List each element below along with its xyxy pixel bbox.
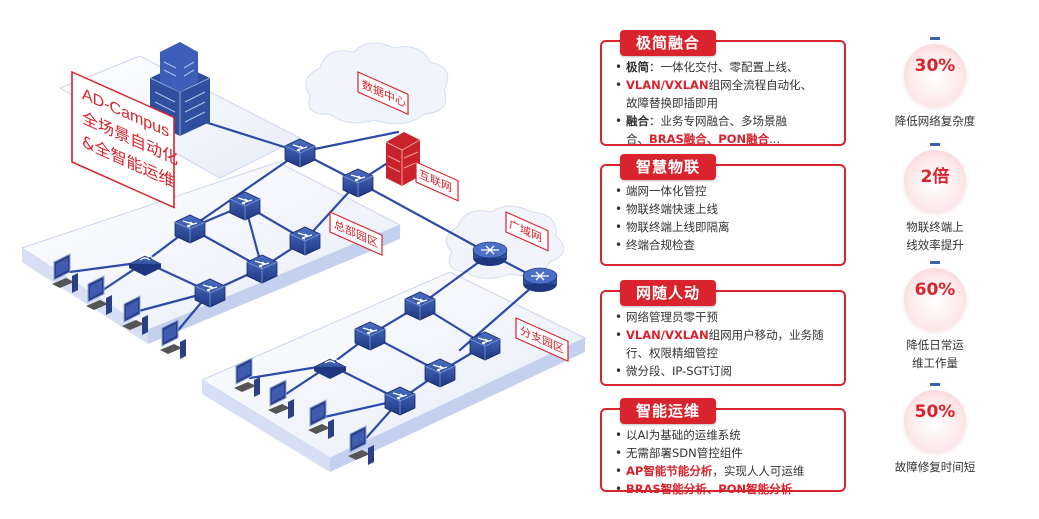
panel-list-item: 极简：一体化交付、零配置上线、 <box>614 58 836 76</box>
stat-label: 降低网络复杂度 <box>880 112 990 130</box>
stat-circle: 2倍 <box>904 143 966 212</box>
stat-label-line: 降低日常运 <box>906 338 964 352</box>
panel-list-item: AP智能节能分析，实现人人可运维 <box>614 462 836 480</box>
stat-label-line: 物联终端上 <box>906 220 964 234</box>
panel-list-item: 微分段、IP-SGT订阅 <box>614 362 836 380</box>
panel-list-item: VLAN/VXLAN组网用户移动，业务随 <box>614 326 836 344</box>
panel-item-text: 微分段、IP-SGT订阅 <box>626 364 733 378</box>
stat-value: 50% <box>914 402 956 422</box>
panel-item-text: VLAN/VXLAN <box>626 328 709 342</box>
stat-label: 故障修复时间短 <box>880 458 990 476</box>
stat-repair-time: 50% 故障修复时间短 <box>880 383 990 476</box>
stat-circle: 50% <box>904 383 966 452</box>
panel-item-text: 极简 <box>626 60 649 74</box>
panel-list-item: 融合：业务专网融合、多场景融 <box>614 112 836 130</box>
panel-item-text: 组网用户移动，业务随 <box>708 328 824 342</box>
panel-item-text: BRAS融合、PON融合 <box>649 132 770 146</box>
panel-item-text: 组网全流程自动化、 <box>708 78 813 92</box>
panel-item-text: 无需部署SDN管控组件 <box>626 446 743 460</box>
stat-label: 降低日常运 维工作量 <box>880 336 990 372</box>
network-diagram: AD-Campus 全场景自动化 &全智能运维 数据中心 互联网 总部园区 广域… <box>20 42 587 472</box>
panel-item-text: 融合 <box>626 114 649 128</box>
panel-list-item: 无需部署SDN管控组件 <box>614 444 836 462</box>
panel-list: 以AI为基础的运维系统无需部署SDN管控组件 AP智能节能分析，实现人人可运维 BR… <box>614 426 836 498</box>
panel-list-item: 以AI为基础的运维系统 <box>614 426 836 444</box>
panel-item-text: ：业务专网融合、多场景融 <box>649 114 787 128</box>
panel-list-item: 故障替换即插即用 <box>614 94 836 112</box>
wan-router-icon <box>472 241 508 267</box>
stat-value: 60% <box>914 280 956 300</box>
panel-item-text: BRAS智能分析、PON智能分析 <box>626 482 793 496</box>
panel-list-item: 端网一体化管控 <box>614 182 836 200</box>
panel-item-text: 网络管理员零干预 <box>626 310 718 324</box>
product-title: AD-Campus 全场景自动化 &全智能运维 <box>71 70 178 209</box>
feature-panel-iot: 智慧物联 端网一体化管控物联终端快速上线物联终端上线即隔离终端合规检查 <box>600 154 846 266</box>
internet-label: 互联网 <box>415 161 459 202</box>
panel-item-text: ... <box>769 132 781 146</box>
feature-panel-simplicity: 极简融合 极简：一体化交付、零配置上线、VLAN/VXLAN组网全流程自动化、故… <box>600 30 846 148</box>
stat-label-line: 线效率提升 <box>906 238 964 252</box>
panel-list: 端网一体化管控物联终端快速上线物联终端上线即隔离终端合规检查 <box>614 182 836 254</box>
feature-panel-ai-ops: 智能运维 以AI为基础的运维系统无需部署SDN管控组件 AP智能节能分析，实现人人… <box>600 398 846 498</box>
stat-value: 2倍 <box>920 167 950 187</box>
stat-iot-efficiency: 2倍 物联终端上 线效率提升 <box>880 143 990 254</box>
stat-label-line: 维工作量 <box>912 356 958 370</box>
panel-list-item: 合、BRAS融合、PON融合... <box>614 130 836 148</box>
panel-list: 网络管理员零干预 VLAN/VXLAN组网用户移动，业务随行、权限精细管控微分段、… <box>614 308 836 380</box>
panel-item-text: VLAN/VXLAN <box>626 78 709 92</box>
stat-label-line: 降低网络复杂度 <box>894 114 976 128</box>
stat-ops-workload: 60% 降低日常运 维工作量 <box>880 261 990 372</box>
panel-list-item: VLAN/VXLAN组网全流程自动化、 <box>614 76 836 94</box>
panel-title: 网随人动 <box>620 280 717 306</box>
panel-item-text: 故障替换即插即用 <box>626 96 718 110</box>
wan-router-icon <box>522 267 558 293</box>
panel-list-item: 终端合规检查 <box>614 236 836 254</box>
stat-circle: 30% <box>904 37 966 106</box>
panel-list-item: 行、权限精细管控 <box>614 344 836 362</box>
panel-item-text: 终端合规检查 <box>626 238 695 252</box>
stat-complexity: 30% 降低网络复杂度 <box>880 37 990 130</box>
stat-circle: 60% <box>904 261 966 330</box>
panel-item-text: 端网一体化管控 <box>626 184 707 198</box>
panel-list-item: 网络管理员零干预 <box>614 308 836 326</box>
panel-title: 极简融合 <box>620 30 717 56</box>
stat-value: 30% <box>914 56 956 76</box>
firewall-icon <box>385 132 421 186</box>
panel-list: 极简：一体化交付、零配置上线、VLAN/VXLAN组网全流程自动化、故障替换即插… <box>614 58 836 148</box>
panel-item-text: 物联终端快速上线 <box>626 202 718 216</box>
panel-item-text: ，实现人人可运维 <box>712 464 805 478</box>
panel-title: 智能运维 <box>620 398 717 424</box>
panel-list-item: BRAS智能分析、PON智能分析 <box>614 480 836 498</box>
panel-item-text: ：一体化交付、零配置上线、 <box>649 60 799 74</box>
panel-item-text: 合、 <box>626 132 649 146</box>
stat-label: 物联终端上 线效率提升 <box>880 218 990 254</box>
panel-item-text: 以AI为基础的运维系统 <box>626 428 741 442</box>
panel-title: 智慧物联 <box>620 154 717 180</box>
panel-item-text: 物联终端上线即隔离 <box>626 220 730 234</box>
panel-list-item: 物联终端快速上线 <box>614 200 836 218</box>
feature-panel-mobility: 网随人动 网络管理员零干预 VLAN/VXLAN组网用户移动，业务随行、权限精细管… <box>600 280 846 386</box>
panel-item-text: AP智能节能分析 <box>626 464 713 478</box>
panel-item-text: 行、权限精细管控 <box>626 346 718 360</box>
stat-label-line: 故障修复时间短 <box>894 460 976 474</box>
panel-list-item: 物联终端上线即隔离 <box>614 218 836 236</box>
